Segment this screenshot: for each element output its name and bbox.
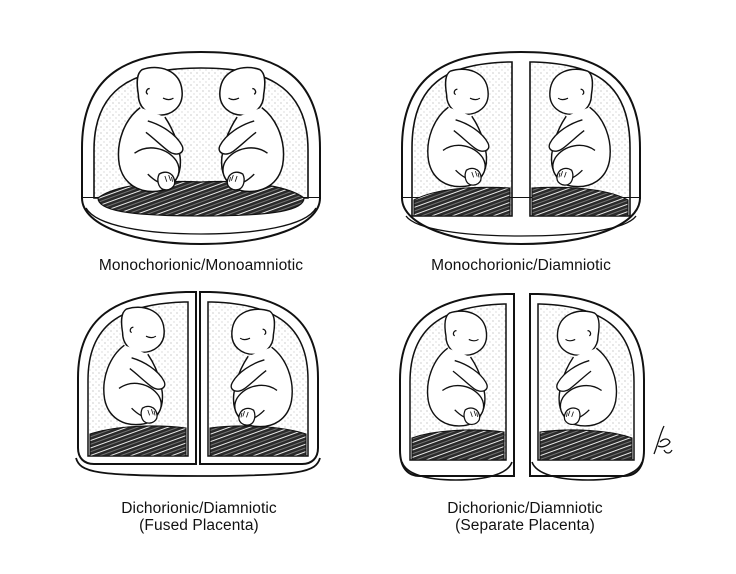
caption-mcda: Monochorionic/Diamniotic (380, 257, 662, 274)
caption-dcda-separate: Dichorionic/Diamniotic (Separate Placent… (384, 500, 666, 534)
signature-icon (653, 425, 673, 455)
panel-monochorionic-monoamniotic (76, 48, 326, 248)
diagram-dcda-fused (75, 291, 321, 477)
diagram-mcma (81, 50, 321, 246)
caption-mcma: Monochorionic/Monoamniotic (60, 257, 342, 274)
caption-mcda-line1: Monochorionic/Diamniotic (431, 257, 611, 274)
diagram-mcda (401, 50, 641, 246)
caption-dcda-fused: Dichorionic/Diamniotic (Fused Placenta) (58, 500, 340, 534)
caption-dcda-separate-line1: Dichorionic/Diamniotic (447, 500, 603, 517)
caption-dcda-separate-line2: (Separate Placenta) (455, 517, 595, 534)
panel-monochorionic-diamniotic (396, 48, 646, 248)
panel-dichorionic-diamniotic-fused (74, 288, 322, 484)
caption-mcma-line1: Monochorionic/Monoamniotic (98, 257, 304, 274)
diagram-dcda-separate (399, 293, 645, 481)
caption-dcda-fused-line2: (Fused Placenta) (139, 517, 259, 534)
panel-dichorionic-diamniotic-separate (396, 290, 652, 486)
caption-dcda-fused-line1: Dichorionic/Diamniotic (121, 500, 277, 517)
